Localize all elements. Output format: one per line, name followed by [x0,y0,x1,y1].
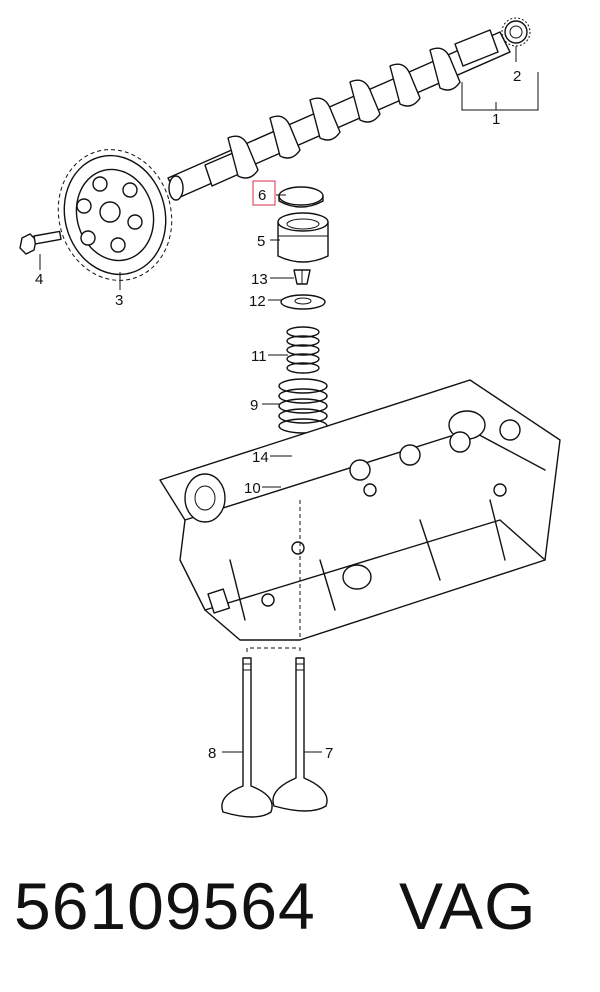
spring-retainer [280,294,326,310]
callout-leaders [222,194,322,753]
callout-1-bracket [461,72,539,111]
callout-1: 1 [492,111,500,128]
callout-13: 13 [251,271,268,288]
callout-14: 14 [252,449,269,466]
gear-bolt [19,230,62,270]
part-number: 56109564 [14,869,316,943]
exhaust-valve [221,657,273,818]
callout-7: 7 [325,745,333,762]
brand-name: VAG [399,869,537,943]
callout-6: 6 [258,187,266,204]
callout-8: 8 [208,745,216,762]
drive-gear [501,17,531,62]
callout-11: 11 [251,348,267,365]
callout-2: 2 [513,68,521,85]
cylinder-head [159,379,561,641]
camshaft [167,29,511,201]
outer-valve-spring [278,378,328,434]
valve-guide-lines [246,500,301,652]
callout-9: 9 [250,397,258,414]
bucket-tappet [277,212,329,263]
intake-valve [272,657,328,812]
valve-keepers [293,269,311,285]
part-caption: 56109564 VAG [14,868,594,968]
timing-gear [57,149,173,290]
exploded-parts-diagram: 1 2 3 4 5 6 7 8 9 10 11 12 13 14 [19,17,561,818]
callout-3: 3 [115,292,123,309]
callout-6-highlight [252,180,276,206]
callout-10: 10 [244,480,261,497]
valve-shim [278,186,324,208]
callout-12: 12 [249,293,266,310]
callout-5: 5 [257,233,265,250]
callout-4: 4 [35,271,43,288]
inner-valve-spring [286,326,320,374]
